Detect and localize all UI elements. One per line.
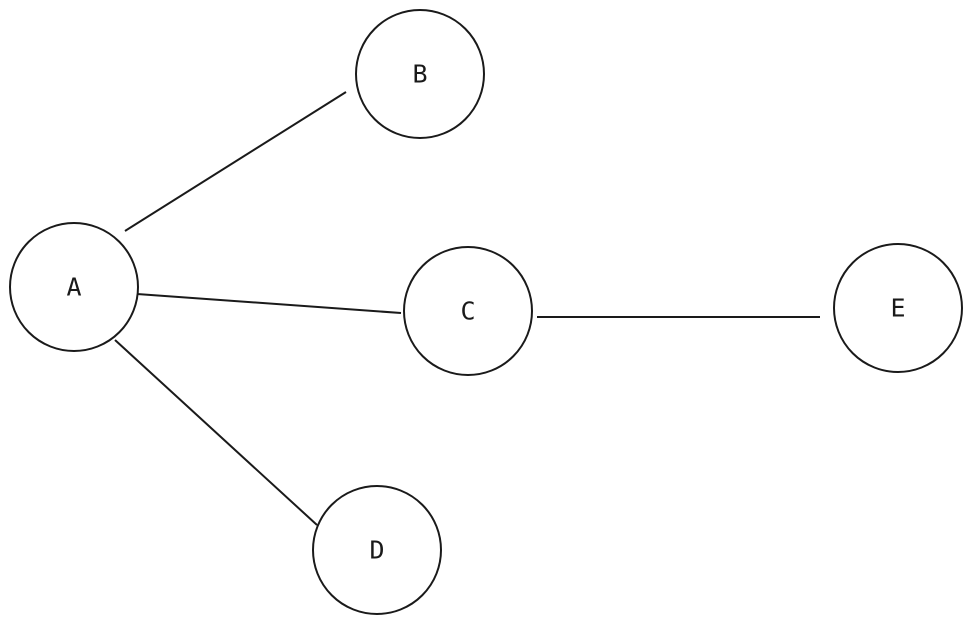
node-b-label: B bbox=[412, 60, 427, 89]
node-e-circle bbox=[833, 243, 963, 373]
node-a: A bbox=[9, 222, 139, 352]
node-b: B bbox=[355, 9, 485, 139]
node-a-circle bbox=[9, 222, 139, 352]
node-d-label: D bbox=[369, 536, 384, 565]
nodes-layer: A B C D E bbox=[9, 9, 963, 615]
node-d-circle bbox=[312, 485, 442, 615]
node-b-circle bbox=[355, 9, 485, 139]
node-c-label: C bbox=[460, 297, 475, 326]
node-a-label: A bbox=[66, 273, 81, 302]
node-c: C bbox=[403, 246, 533, 376]
edges-layer bbox=[114, 91, 820, 526]
node-d: D bbox=[312, 485, 442, 615]
node-e: E bbox=[833, 243, 963, 373]
edge-a-b bbox=[124, 91, 347, 232]
node-c-circle bbox=[403, 246, 533, 376]
node-e-label: E bbox=[890, 294, 905, 323]
edge-a-c bbox=[136, 293, 402, 314]
edge-a-d bbox=[114, 339, 318, 526]
